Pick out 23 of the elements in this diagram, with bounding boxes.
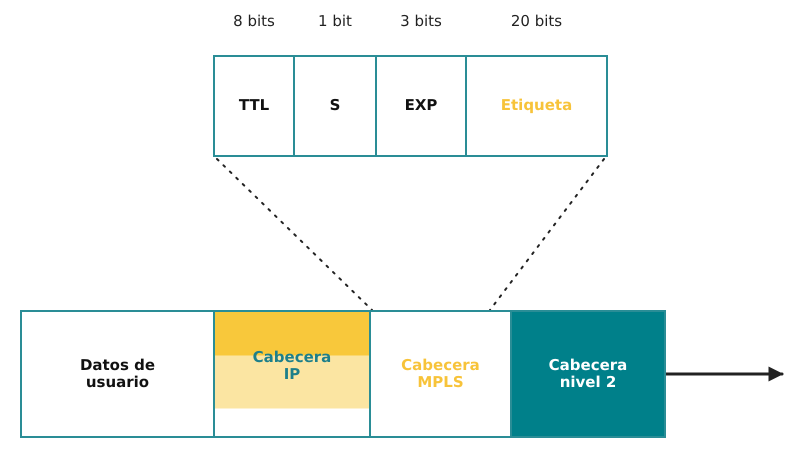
field-label: S	[330, 97, 340, 115]
bit-field	[293, 55, 377, 157]
bit-width-label: 20 bits	[510, 12, 564, 30]
header-field	[369, 310, 512, 438]
dotted-line	[489, 158, 605, 311]
bit-field	[375, 55, 467, 157]
bit-width-label: 8 bits	[232, 12, 276, 30]
dotted-line	[216, 158, 373, 311]
field-label: EXP	[404, 97, 438, 115]
field-label: Cabecera nivel 2	[548, 356, 628, 392]
header-field	[213, 310, 371, 438]
field-label: Cabecera IP	[252, 348, 332, 384]
bit-width-label: 1 bit	[317, 12, 353, 30]
field-label: Cabecera MPLS	[400, 356, 481, 392]
header-field	[510, 310, 666, 438]
field-label: Etiqueta	[500, 97, 572, 115]
arrow	[664, 366, 784, 382]
data-field	[20, 310, 215, 438]
bit-field	[465, 55, 608, 157]
field-label: Datos de usuario	[78, 356, 156, 392]
bit-field	[213, 55, 295, 157]
bit-width-label: 3 bits	[399, 12, 443, 30]
field-label: TTL	[238, 97, 270, 115]
